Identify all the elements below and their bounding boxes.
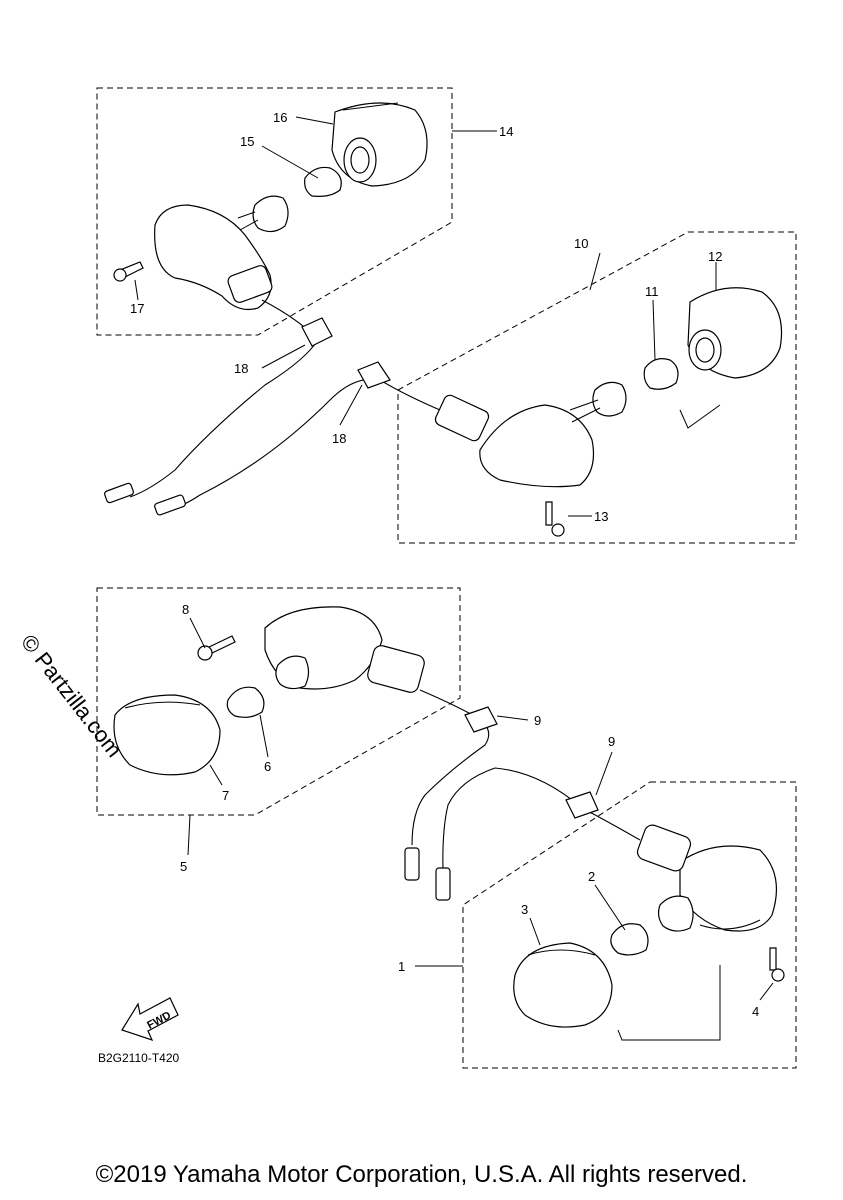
screw-17-head (113, 268, 127, 282)
assembly-10-boundary (397, 231, 797, 544)
lens-12-bracket (679, 404, 721, 429)
wire-left-top (129, 299, 319, 498)
assembly-14-boundary (96, 87, 453, 336)
callout-10: 10 (574, 236, 588, 251)
housing-10-wires (569, 399, 601, 423)
lens-12-socket-inner (695, 337, 715, 363)
socket-10-shape (592, 381, 627, 417)
housing-14-wires (237, 211, 259, 231)
grommet-18a (301, 317, 333, 347)
leader-5 (187, 814, 191, 856)
leader-17 (134, 279, 139, 301)
bulb-2-shape (610, 923, 649, 956)
callout-18a: 18 (234, 361, 248, 376)
housing-5-connector (367, 645, 425, 693)
lens-3-ridge (527, 949, 596, 956)
housing-14-connector (227, 265, 273, 303)
watermark-text: © Partzilla.com (16, 630, 127, 762)
grommet-9b (565, 791, 599, 819)
callout-15: 15 (240, 134, 254, 149)
leader-3 (529, 917, 541, 946)
grommet-9a (464, 706, 498, 733)
callout-14: 14 (499, 124, 513, 139)
assembly-1-boundary (462, 781, 797, 1069)
top-wiring-group (104, 299, 441, 516)
terminal-top-left (104, 482, 134, 504)
callout-11: 11 (645, 284, 659, 299)
leader-18a (261, 344, 306, 369)
callout-9a: 9 (534, 713, 541, 728)
callout-1: 1 (398, 959, 405, 974)
callout-6: 6 (264, 759, 271, 774)
assembly-5-group (96, 587, 461, 856)
callout-12: 12 (708, 249, 722, 264)
callout-3: 3 (521, 902, 528, 917)
wire-right-top (169, 378, 441, 511)
leader-16 (295, 116, 334, 125)
leader-9b (595, 751, 613, 796)
callout-7: 7 (222, 788, 229, 803)
fwd-arrow: FWD (121, 997, 179, 1041)
assembly-5-boundary (96, 587, 461, 816)
leader-11 (652, 299, 656, 361)
leader-6 (259, 714, 269, 758)
lens-3-shape (513, 942, 613, 1028)
housing-10-shape (479, 404, 595, 488)
housing-1-rim (699, 919, 761, 930)
lens-16-ridge (342, 102, 399, 111)
callout-13: 13 (594, 509, 608, 524)
leader-2 (594, 884, 626, 931)
callout-17: 17 (130, 301, 144, 316)
bulb-6-shape (226, 686, 265, 718)
terminal-top-right (154, 494, 186, 516)
assembly-1-group (415, 781, 797, 1069)
callout-5: 5 (180, 859, 187, 874)
wire-right-bottom (442, 767, 641, 871)
callout-8: 8 (182, 602, 189, 617)
lens-7-shape (113, 694, 221, 776)
leader-15 (261, 145, 319, 179)
screw-8-head (197, 645, 213, 661)
wire-left-bottom (411, 689, 490, 846)
lens-7-ridge (124, 701, 201, 709)
callout-2: 2 (588, 869, 595, 884)
leader-18b (339, 384, 363, 426)
lens-16-socket-inner (350, 146, 370, 174)
socket-5-shape (275, 655, 310, 690)
callout-4: 4 (752, 1004, 759, 1019)
lens-16-shape (331, 102, 428, 187)
leader-7 (209, 764, 223, 786)
lens-3-bracket (617, 965, 721, 1041)
assembly-14-group (96, 87, 497, 336)
leader-4 (759, 982, 774, 1001)
bulb-15-shape (304, 166, 342, 197)
grommet-18b (357, 361, 391, 389)
diagram-code: B2G2110-T420 (98, 1051, 179, 1065)
screw-4-head (771, 968, 785, 982)
callout-16: 16 (273, 110, 287, 125)
terminal-bottom-right (435, 867, 451, 901)
bulb-11-shape (643, 358, 679, 390)
assembly-10-group (397, 231, 797, 544)
terminal-bottom-left (404, 847, 420, 881)
socket-14-shape (252, 195, 289, 233)
screw-13-shape (545, 501, 553, 526)
callout-18b: 18 (332, 431, 346, 446)
leader-9a (496, 715, 529, 721)
socket-1-shape (657, 895, 694, 932)
housing-10-connector (434, 394, 490, 442)
copyright-notice: ©2019 Yamaha Motor Corporation, U.S.A. A… (95, 1161, 748, 1188)
fwd-arrow-shape (121, 997, 179, 1041)
leader-8 (189, 617, 206, 649)
housing-1-connector (636, 824, 692, 872)
screw-4-shape (769, 947, 777, 971)
callout-9b: 9 (608, 734, 615, 749)
leader-10 (589, 252, 601, 291)
housing-1-shape (679, 845, 778, 932)
screw-13-head (551, 523, 565, 537)
bottom-wiring-group (404, 689, 641, 901)
